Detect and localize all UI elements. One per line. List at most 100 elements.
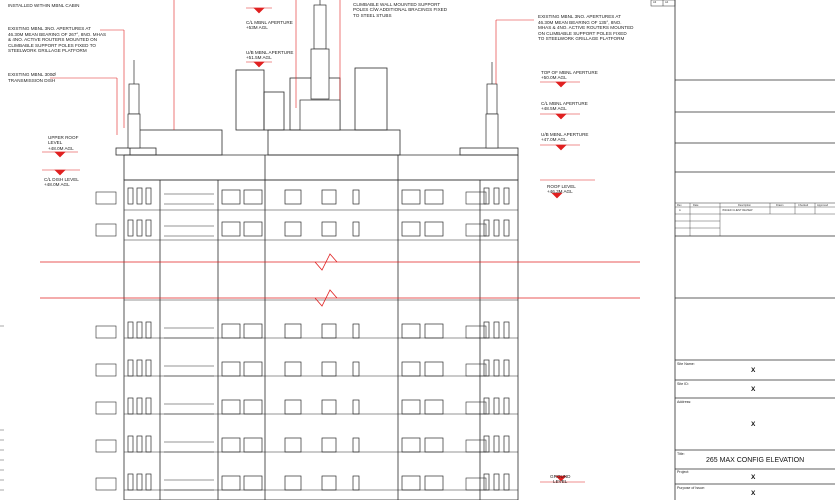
window [221, 361, 241, 377]
leader-lines [50, 0, 534, 135]
level-right-top: TOP OF MBNL APERTURE +50.0m AGL [541, 70, 598, 81]
title-block-frame [650, 0, 835, 500]
rev-header-rev: Rev [677, 204, 682, 207]
drawing-title: 265 MAX CONFIG ELEVATION [706, 457, 805, 464]
site-name-value: X [751, 367, 756, 374]
window [483, 219, 490, 237]
window [145, 435, 152, 453]
window [352, 399, 360, 415]
window [401, 361, 421, 377]
address-label: Address: [677, 400, 692, 404]
balcony [95, 325, 117, 339]
window [401, 475, 421, 491]
rev-header-description: Description [738, 204, 751, 207]
balcony [465, 223, 487, 237]
window [321, 221, 337, 237]
balcony [465, 325, 487, 339]
window [243, 475, 263, 491]
window [493, 359, 500, 377]
balcony [95, 477, 117, 491]
level-ground: GROUND LEVEL [550, 474, 571, 485]
window [424, 323, 444, 339]
window [503, 435, 510, 453]
corner-tag-a3: A3 [653, 1, 657, 4]
building-outline [115, 67, 519, 500]
balcony [95, 223, 117, 237]
balcony [465, 191, 487, 205]
window [136, 219, 143, 237]
window [284, 361, 302, 377]
window [136, 397, 143, 415]
window [483, 187, 490, 205]
balcony [95, 363, 117, 377]
balconies [95, 191, 487, 491]
window [284, 437, 302, 453]
note-top-left: INSTALLED WITHIN MBNL CABIN [8, 3, 80, 8]
window [483, 321, 490, 339]
rev-header-date: Date [693, 204, 699, 207]
balcony [95, 439, 117, 453]
window [136, 473, 143, 491]
window [401, 399, 421, 415]
window [401, 221, 421, 237]
purpose-value: X [751, 490, 756, 497]
window [243, 437, 263, 453]
rev-row-description: ISSUED CLIENT REVIEW [722, 209, 753, 212]
window [145, 473, 152, 491]
window [483, 473, 490, 491]
level-right-ub: U/B MBNL APERTURE +47.0m AGL [541, 132, 589, 143]
window [424, 221, 444, 237]
project-label: Project: [677, 470, 690, 474]
window [503, 187, 510, 205]
window [493, 473, 500, 491]
window [284, 399, 302, 415]
window [483, 435, 490, 453]
window [424, 189, 444, 205]
antenna-masts [127, 0, 499, 149]
window [424, 399, 444, 415]
balcony [465, 439, 487, 453]
window [401, 323, 421, 339]
rev-header-approved: Approved [817, 204, 829, 207]
note-right-antenna: EXISTING MBNL 3no. APERTURES AT 46.30m M… [538, 14, 634, 42]
window [136, 359, 143, 377]
window [243, 399, 263, 415]
window [284, 475, 302, 491]
note-centre-top: & 4No. ACTIVE ROUTERS MOUNTED ON CLIMBAB… [353, 0, 448, 18]
window [136, 321, 143, 339]
window [424, 361, 444, 377]
level-roof: ROOF LEVEL +46.3m AGL [547, 184, 576, 195]
window [221, 323, 241, 339]
window [503, 359, 510, 377]
window [321, 323, 337, 339]
window [321, 399, 337, 415]
project-value: X [751, 474, 756, 481]
level-markers [42, 7, 595, 483]
window [503, 397, 510, 415]
window [221, 437, 241, 453]
sheet-border-ticks [0, 325, 4, 491]
window [221, 221, 241, 237]
note-left-antenna: EXISTING MBNL 3no. APERTURES AT 46.30m M… [8, 26, 107, 54]
level-c-bottom: U/B MBNL APERTURE +51.5m AGL [246, 50, 294, 61]
rev-header-checked: Checked [798, 204, 809, 207]
window [127, 435, 134, 453]
window [352, 361, 360, 377]
balcony [465, 401, 487, 415]
window [401, 437, 421, 453]
window [424, 437, 444, 453]
window [424, 475, 444, 491]
address-value: X [751, 421, 756, 428]
window [321, 475, 337, 491]
title-label: Title: [677, 452, 685, 456]
window [145, 321, 152, 339]
window [127, 473, 134, 491]
window [127, 359, 134, 377]
window [136, 187, 143, 205]
window [221, 399, 241, 415]
window [145, 187, 152, 205]
window [493, 397, 500, 415]
level-dish: C/L DISH LEVEL +48.0m AGL [44, 177, 79, 188]
window [284, 189, 302, 205]
